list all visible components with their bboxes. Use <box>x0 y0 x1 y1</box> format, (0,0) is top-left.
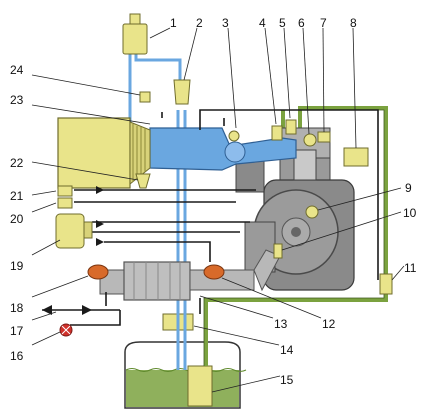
oxygen-sensor-downstream <box>87 264 109 280</box>
injector-4 <box>271 125 283 141</box>
label-8: 8 <box>350 16 357 30</box>
purge-valve-2 <box>173 79 191 105</box>
warning-lamp-16 <box>59 323 73 337</box>
sensor-20 <box>57 197 73 209</box>
crank-sensor-10 <box>273 243 283 259</box>
idle-valve-22 <box>135 173 151 189</box>
exhaust-pipe <box>99 249 281 301</box>
leader-lines <box>31 27 405 393</box>
injector-5 <box>285 119 297 135</box>
oxygen-sensor-upstream <box>203 264 225 280</box>
intake-manifold <box>149 127 297 171</box>
label-11: 11 <box>404 261 417 275</box>
arrows-17 <box>42 305 92 315</box>
air-filter <box>57 117 151 189</box>
label-18: 18 <box>10 301 24 315</box>
label-17: 17 <box>10 324 24 338</box>
ignition-module-8 <box>343 147 369 167</box>
label-16: 16 <box>10 349 24 363</box>
ecu-19 <box>55 213 93 249</box>
wire-arrowheads <box>96 186 104 246</box>
label-1: 1 <box>170 16 177 30</box>
spark-plug-6 <box>303 133 317 147</box>
label-14: 14 <box>280 343 294 357</box>
canister-1 <box>122 13 148 55</box>
fuel-pressure-regulator <box>379 273 393 295</box>
label-6: 6 <box>298 16 305 30</box>
sensor-21 <box>57 185 73 197</box>
label-5: 5 <box>279 16 286 30</box>
sensor-wiring <box>70 109 379 326</box>
label-19: 19 <box>10 259 24 273</box>
label-12: 12 <box>322 317 336 331</box>
callout-labels: 1 2 3 4 5 6 7 8 9 10 11 12 13 14 15 16 1… <box>10 16 417 387</box>
label-22: 22 <box>10 156 24 170</box>
throttle-position-sensor-3 <box>228 130 240 142</box>
label-7: 7 <box>320 16 327 30</box>
sensor-7 <box>317 131 331 143</box>
label-21: 21 <box>10 189 24 203</box>
label-2: 2 <box>196 16 203 30</box>
fuel-pump <box>187 365 213 407</box>
label-24: 24 <box>10 63 24 77</box>
knock-sensor-9 <box>305 205 319 219</box>
label-3: 3 <box>222 16 229 30</box>
label-4: 4 <box>259 16 266 30</box>
label-9: 9 <box>405 181 412 195</box>
sensor-24 <box>139 91 151 103</box>
label-13: 13 <box>274 317 288 331</box>
label-20: 20 <box>10 212 24 226</box>
label-23: 23 <box>10 93 24 107</box>
label-15: 15 <box>280 373 294 387</box>
label-10: 10 <box>403 206 417 220</box>
